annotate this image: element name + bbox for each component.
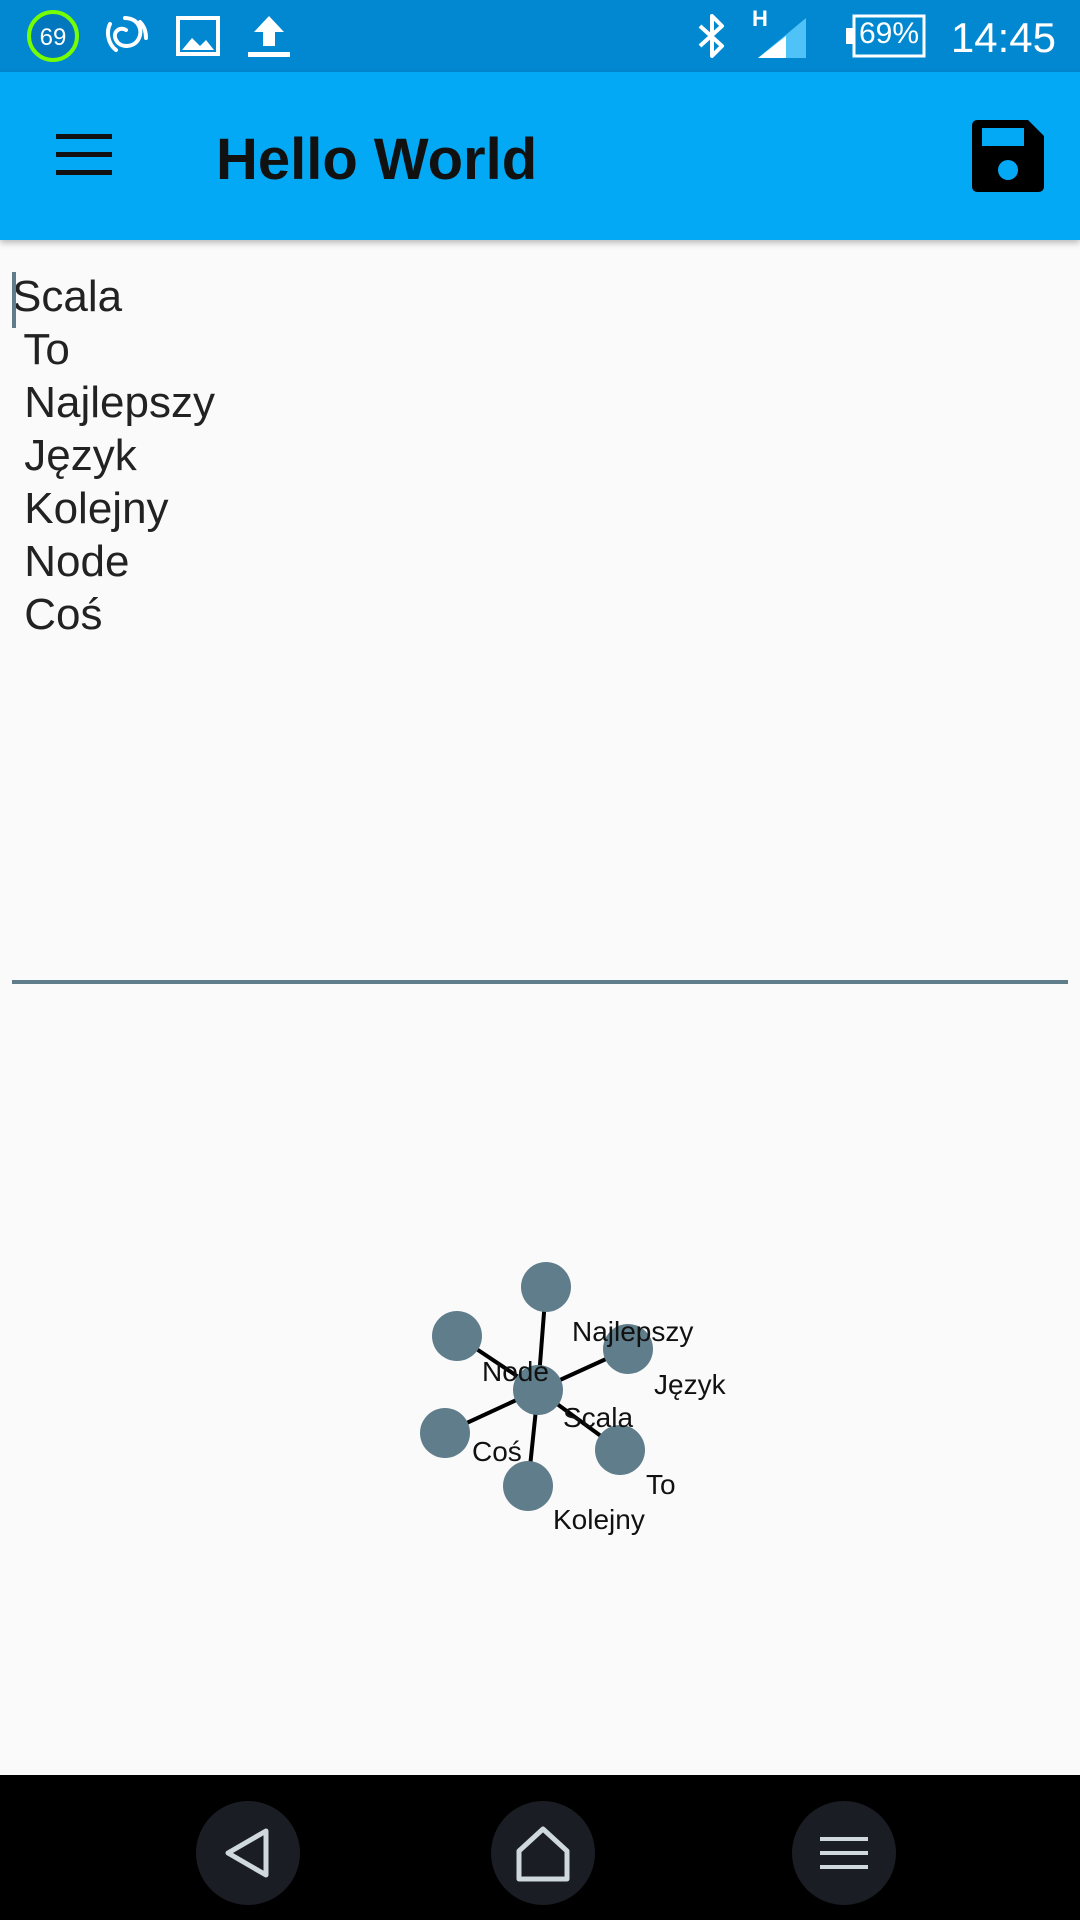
app-bar: Hello World <box>0 72 1080 240</box>
graph-node[interactable] <box>503 1461 553 1511</box>
hamburger-menu-icon <box>56 134 112 175</box>
graph-node[interactable] <box>432 1311 482 1361</box>
menu-icon <box>820 1837 868 1869</box>
bluetooth-icon <box>698 14 724 58</box>
editor-line: Scala <box>12 272 123 321</box>
graph-node[interactable] <box>595 1425 645 1475</box>
save-button[interactable] <box>968 116 1048 196</box>
svg-text:69: 69 <box>40 24 67 51</box>
graph-labels: Najlepszy Node Język Scala Coś To Kolejn… <box>472 1316 727 1535</box>
editor-line: Język <box>12 431 137 480</box>
graph-node[interactable] <box>521 1262 571 1312</box>
graph-node[interactable] <box>420 1408 470 1458</box>
signal-icon <box>758 18 806 58</box>
graph-label: Node <box>482 1356 549 1387</box>
graph-node[interactable] <box>513 1365 563 1415</box>
graph-label: Scala <box>563 1402 633 1433</box>
graph-label: To <box>646 1469 676 1500</box>
graph-label: Język <box>654 1369 727 1400</box>
graph-node[interactable] <box>603 1324 653 1374</box>
menu-button[interactable] <box>48 126 120 186</box>
back-button[interactable] <box>196 1801 300 1905</box>
back-icon <box>225 1828 269 1878</box>
home-button[interactable] <box>491 1801 595 1905</box>
notification-badge-icon: 69 <box>27 10 79 62</box>
battery-icon <box>846 14 926 58</box>
editor-line: Coś <box>12 590 103 639</box>
divider <box>12 980 1068 984</box>
graph-canvas: Najlepszy Node Język Scala Coś To Kolejn… <box>420 1262 727 1535</box>
navigation-bar <box>0 1775 1080 1920</box>
editor-line: Node <box>12 537 130 586</box>
graph-label: Coś <box>472 1436 522 1467</box>
text-cursor <box>12 272 16 328</box>
home-icon <box>516 1826 570 1882</box>
upload-icon <box>248 16 290 57</box>
spiral-app-icon <box>106 16 148 52</box>
status-bar: 69 H 69% 14:45 <box>0 0 1080 72</box>
text-editor[interactable]: Scala To Najlepszy Język Kolejny Node Co… <box>12 270 1068 970</box>
clock: 14:45 <box>950 14 1056 61</box>
editor-line: To <box>12 325 70 374</box>
graph-nodes <box>420 1262 653 1511</box>
app-title: Hello World <box>216 127 538 192</box>
battery-percentage: 69% <box>858 17 920 50</box>
image-icon <box>176 16 220 56</box>
editor-line: Najlepszy <box>12 378 215 427</box>
floppy-disk-save-icon <box>972 120 1044 192</box>
graph-label: Kolejny <box>553 1504 645 1535</box>
editor-line: Kolejny <box>12 484 169 533</box>
recents-button[interactable] <box>792 1801 896 1905</box>
graph-label: Najlepszy <box>572 1316 693 1347</box>
network-type-label: H <box>752 6 768 31</box>
graph-view[interactable]: Najlepszy Node Język Scala Coś To Kolejn… <box>0 990 1080 1775</box>
